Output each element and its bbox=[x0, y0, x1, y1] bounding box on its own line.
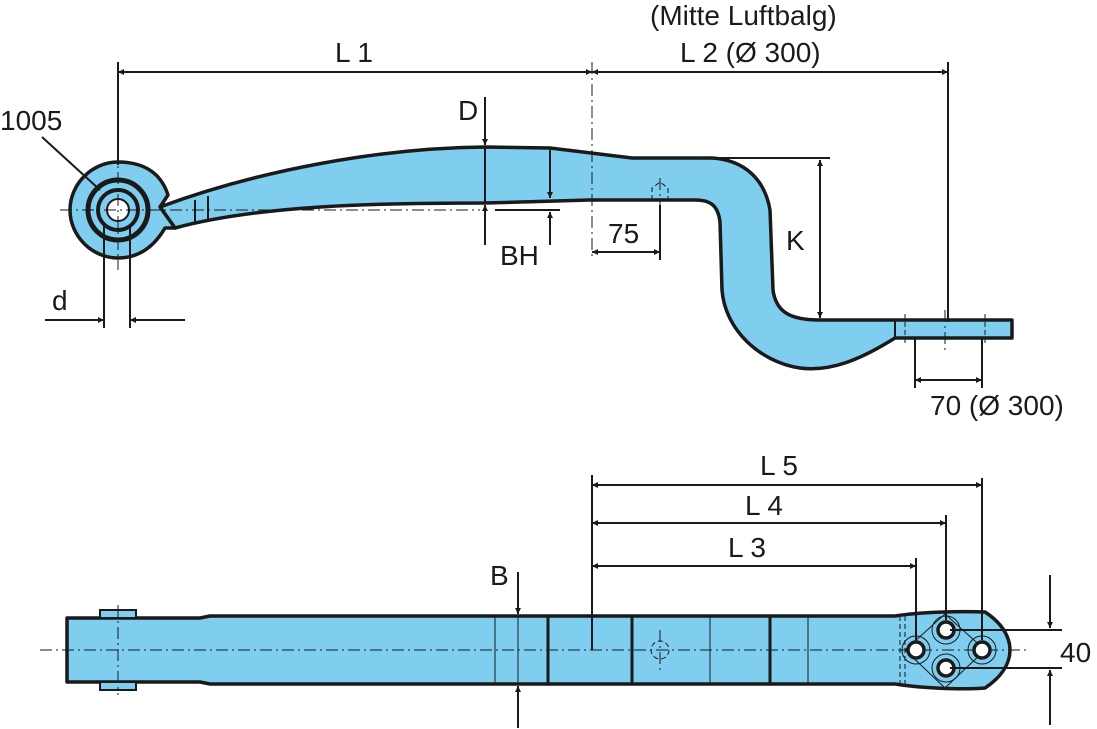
dim-l4-label: L 4 bbox=[745, 490, 783, 521]
dim-70-label: 70 (Ø 300) bbox=[930, 390, 1064, 421]
air-bellows-center-label: (Mitte Luftbalg) bbox=[650, 0, 837, 31]
top-view: L 5 L 4 L 3 B 40 bbox=[40, 450, 1091, 728]
dim-l3-label: L 3 bbox=[728, 532, 766, 563]
dim-k-label: K bbox=[786, 225, 805, 256]
spring-leaf-top bbox=[65, 609, 1012, 691]
dim-l1-label: L 1 bbox=[335, 37, 373, 68]
part-number-label: 1005 bbox=[0, 105, 62, 136]
dim-75-label: 75 bbox=[608, 218, 639, 249]
dim-d-label: D bbox=[458, 95, 478, 126]
dim-d-small-label: d bbox=[52, 285, 68, 316]
dim-bh-label: BH bbox=[500, 240, 539, 271]
dim-b-label: B bbox=[490, 560, 509, 591]
spring-leaf-side bbox=[158, 145, 1014, 371]
dim-l2-label: L 2 (Ø 300) bbox=[680, 37, 821, 68]
dim-40-label: 40 bbox=[1060, 637, 1091, 668]
dim-l5-label: L 5 bbox=[760, 450, 798, 481]
side-view: L 1 (Mitte Luftbalg) L 2 (Ø 300) 1005 D … bbox=[0, 0, 1064, 421]
